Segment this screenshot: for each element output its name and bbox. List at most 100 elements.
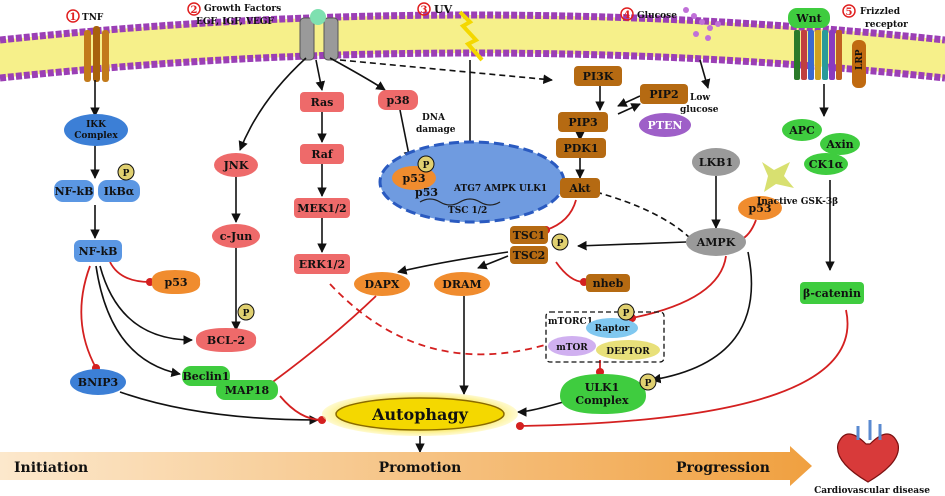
- stimulus-frizzled: 5 Frizzled receptor LRP Wnt: [788, 4, 908, 88]
- svg-text:ERK1/2: ERK1/2: [299, 258, 345, 271]
- svg-text:Axin: Axin: [825, 138, 853, 151]
- svg-text:Frizzled: Frizzled: [860, 7, 901, 17]
- svg-text:β-catenin: β-catenin: [803, 287, 861, 300]
- dna-damage-label: DNA: [422, 113, 446, 123]
- apc-node: APC: [782, 119, 822, 141]
- svg-text:mTOR: mTOR: [556, 343, 588, 353]
- nfkb-node: NF-kB: [74, 240, 122, 262]
- ikk-complex-node: IKK Complex: [64, 114, 128, 146]
- autophagy-node: Autophagy: [322, 392, 518, 436]
- svg-text:3: 3: [421, 5, 428, 16]
- svg-text:NF-kB: NF-kB: [55, 185, 94, 198]
- svg-text:p53: p53: [403, 172, 426, 185]
- nucleus: p53 p53 ATG7 AMPK ULK1 TSC 1/2: [378, 140, 566, 224]
- svg-text:PDK1: PDK1: [563, 142, 598, 155]
- lkb1-node: LKB1: [692, 148, 740, 176]
- svg-text:TSC1: TSC1: [513, 229, 546, 242]
- phospho-ulk1-icon: P: [639, 373, 657, 391]
- tsc-node: TSC1 TSC2: [510, 226, 548, 264]
- svg-text:p53: p53: [749, 202, 772, 215]
- phospho-bcl2-icon: P: [237, 303, 255, 321]
- raf-node: Raf: [300, 144, 344, 164]
- pi3k-node: PI3K: [574, 66, 622, 86]
- phospho-markers: P P P P P P: [117, 155, 657, 391]
- svg-text:Complex: Complex: [575, 394, 629, 407]
- heart-icon: Cardiovascular disease: [814, 420, 930, 496]
- svg-text:PIP3: PIP3: [568, 116, 597, 129]
- svg-text:Ras: Ras: [311, 96, 334, 109]
- svg-text:AMPK: AMPK: [696, 236, 736, 249]
- p53-right-node: p53: [738, 196, 782, 220]
- svg-text:5: 5: [846, 7, 853, 18]
- stimulus-tnf: 1 TNF: [66, 9, 109, 82]
- wnt-node: [788, 8, 830, 28]
- svg-text:p38: p38: [387, 94, 410, 107]
- svg-text:Akt: Akt: [568, 182, 591, 195]
- svg-text:UV: UV: [434, 3, 453, 16]
- svg-text:IkBα: IkBα: [104, 185, 135, 198]
- svg-text:Autophagy: Autophagy: [371, 405, 468, 424]
- stage-bar: Initiation Promotion Progression: [0, 446, 812, 486]
- dna-helix-icon: [419, 198, 501, 206]
- svg-text:BCL-2: BCL-2: [207, 334, 245, 347]
- svg-text:PTEN: PTEN: [648, 119, 683, 132]
- svg-text:MAP18: MAP18: [225, 384, 270, 397]
- svg-text:4: 4: [624, 10, 631, 21]
- svg-text:P: P: [423, 161, 430, 171]
- svg-text:LRP: LRP: [855, 49, 865, 70]
- stimulus-glucose: 4 Glucose: [620, 7, 721, 41]
- pip2-node: PIP2: [640, 84, 688, 104]
- akt-node: Akt: [560, 178, 600, 198]
- svg-text:BNIP3: BNIP3: [78, 376, 118, 389]
- beta-catenin-node: β-catenin: [800, 282, 864, 304]
- mek-node: MEK1/2: [294, 198, 350, 218]
- bcl2-node: BCL-2: [195, 328, 257, 352]
- phospho-raptor-icon: P: [617, 303, 635, 321]
- outcome-label: Cardiovascular disease: [814, 486, 930, 496]
- stimulus-uv: 3 UV: [417, 2, 484, 62]
- dna-damage-label-2: damage: [416, 125, 456, 135]
- rheb-node: nheb: [586, 274, 630, 292]
- svg-text:DEPTOR: DEPTOR: [606, 347, 650, 357]
- stage-initiation: Initiation: [14, 460, 88, 476]
- svg-text:2: 2: [191, 5, 198, 16]
- svg-text:receptor: receptor: [865, 20, 908, 30]
- svg-text:TNF: TNF: [82, 13, 104, 23]
- svg-text:EGF, IGF, VEGF: EGF, IGF, VEGF: [196, 17, 274, 27]
- svg-text:Raptor: Raptor: [595, 324, 630, 334]
- svg-text:MEK1/2: MEK1/2: [297, 202, 346, 215]
- mtorc1-complex: mTORC1 Raptor mTOR DEPTOR: [545, 311, 665, 363]
- ck1a-node: CK1α: [804, 153, 848, 175]
- svg-text:LKB1: LKB1: [699, 156, 733, 169]
- jnk-node: JNK: [214, 153, 258, 177]
- p38-node: p38: [378, 90, 418, 110]
- svg-text:Raf: Raf: [311, 148, 334, 161]
- ras-node: Ras: [300, 92, 344, 112]
- svg-text:mTORC1: mTORC1: [548, 317, 593, 327]
- cjun-node: c-Jun: [212, 224, 260, 248]
- svg-text:CK1α: CK1α: [809, 158, 844, 171]
- growth-factor-receptor: [299, 9, 339, 61]
- svg-text:P: P: [645, 379, 652, 389]
- tnf-receptor: [84, 26, 109, 82]
- phospho-ikba-icon: P: [117, 163, 135, 181]
- p53-left-node: p53: [151, 270, 201, 294]
- erk-node: ERK1/2: [294, 254, 350, 274]
- low-glucose-label-2: glucose: [680, 105, 719, 115]
- svg-text:nheb: nheb: [593, 277, 624, 290]
- nucleus-tsc-label: TSC 1/2: [448, 206, 487, 216]
- nucleus-genes-label: ATG7 AMPK ULK1: [453, 184, 547, 194]
- svg-text:Beclin1: Beclin1: [182, 370, 229, 383]
- svg-text:PIP2: PIP2: [649, 88, 678, 101]
- svg-text:P: P: [243, 309, 250, 319]
- uv-lightning-icon: [458, 10, 484, 62]
- ampk-node: AMPK: [686, 228, 746, 256]
- svg-text:1: 1: [70, 12, 77, 23]
- svg-text:p53: p53: [165, 276, 188, 289]
- stimulus-growth-factors: 2 Growth Factors EGF, IGF, VEGF: [187, 2, 339, 61]
- phospho-p53-icon: P: [417, 155, 435, 173]
- bnip3-node: BNIP3: [70, 369, 126, 395]
- svg-text:P: P: [557, 239, 564, 249]
- svg-text:PI3K: PI3K: [583, 70, 614, 83]
